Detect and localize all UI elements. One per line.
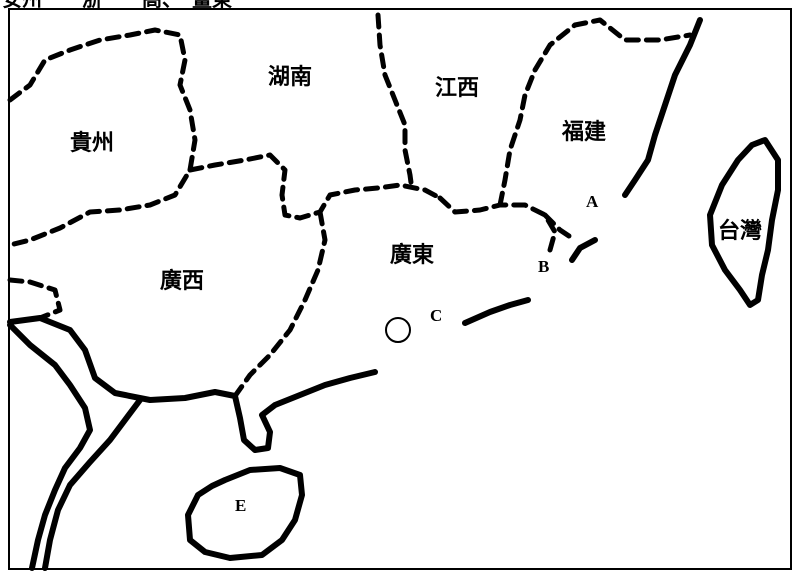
hainan-island	[185, 465, 305, 561]
label-fujian: 福建	[561, 119, 606, 145]
border-guizhou-hunan	[7, 27, 198, 248]
label-guangxi: 廣西	[160, 268, 204, 294]
border-hunan-guangxi	[187, 152, 443, 221]
city-circle-marker	[385, 317, 411, 343]
border-jiangxi-fujian	[497, 17, 693, 208]
label-guizhou: 貴州	[70, 130, 114, 156]
border-guizhou-guangxi	[7, 277, 63, 321]
label-jiangxi: 江西	[435, 75, 479, 101]
mainland-coastline	[7, 315, 378, 453]
marker-b: B	[538, 257, 549, 276]
taiwan-island	[707, 137, 781, 308]
leizhou-west-coastline	[7, 322, 93, 571]
marker-e: E	[235, 496, 246, 515]
fujian-coastline	[622, 17, 703, 198]
border-jiangxi-guangdong	[437, 195, 558, 253]
marker-c: C	[430, 306, 442, 325]
border-hunan-jiangxi	[375, 12, 415, 193]
top-label: 安州 浙 高、 畫東	[2, 0, 232, 11]
label-guangdong: 廣東	[390, 242, 434, 268]
gulf-coastline	[42, 397, 143, 571]
border-guangxi-guangdong	[232, 209, 328, 399]
label-hunan: 湖南	[268, 64, 312, 90]
map-frame	[8, 8, 792, 570]
label-taiwan: 台灣	[718, 218, 762, 244]
border-fujian-guangdong	[542, 212, 578, 243]
guangdong-east-coastline	[462, 297, 531, 326]
marker-a: A	[586, 192, 599, 211]
fujian-south-coastline	[569, 237, 598, 263]
